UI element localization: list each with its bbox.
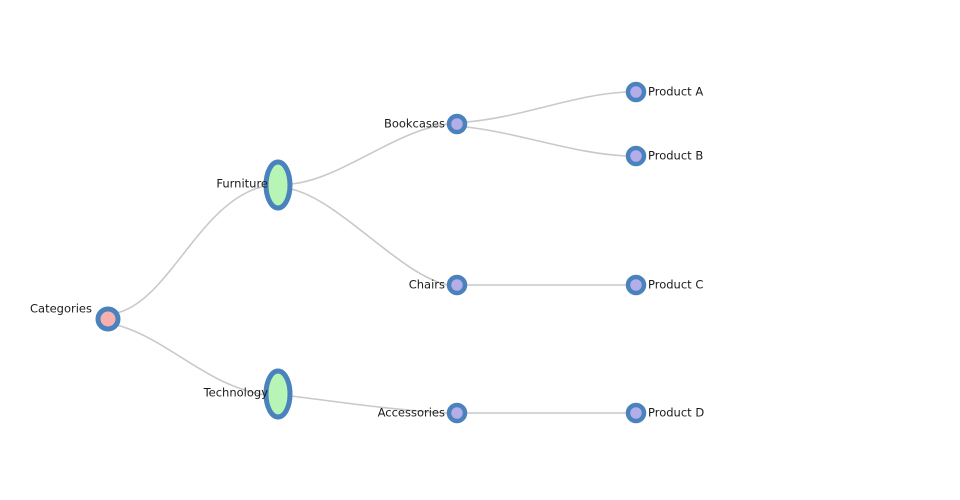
- tree-node-categories[interactable]: [95, 306, 121, 332]
- nodes-layer: [95, 81, 647, 424]
- node-label-chairs: Chairs: [409, 278, 445, 292]
- tree-edge: [290, 123, 449, 185]
- tree-edge: [290, 395, 449, 414]
- tree-node-bookcases[interactable]: [446, 113, 468, 135]
- edges-layer: [116, 91, 628, 414]
- tree-node-technology[interactable]: [263, 368, 293, 420]
- tree-edge: [465, 91, 628, 123]
- tree-edge: [465, 126, 628, 157]
- tree-node-chairs[interactable]: [446, 274, 468, 296]
- node-label-product-a: Product A: [648, 85, 703, 99]
- node-label-technology: Technology: [203, 386, 269, 400]
- node-label-product-b: Product B: [648, 149, 703, 163]
- tree-edge: [116, 324, 266, 396]
- node-label-product-d: Product D: [648, 406, 704, 420]
- tree-node-product-d[interactable]: [625, 402, 647, 424]
- tree-edge: [116, 185, 266, 314]
- node-label-product-c: Product C: [648, 278, 703, 292]
- node-label-accessories: Accessories: [378, 406, 445, 420]
- tree-edge: [290, 188, 449, 286]
- tree-node-product-a[interactable]: [625, 81, 647, 103]
- node-label-furniture: Furniture: [216, 177, 268, 191]
- node-label-bookcases: Bookcases: [384, 117, 445, 131]
- tree-node-product-b[interactable]: [625, 145, 647, 167]
- node-label-categories: Categories: [30, 302, 92, 316]
- tree-node-accessories[interactable]: [446, 402, 468, 424]
- tree-node-furniture[interactable]: [263, 159, 293, 211]
- tree-node-product-c[interactable]: [625, 274, 647, 296]
